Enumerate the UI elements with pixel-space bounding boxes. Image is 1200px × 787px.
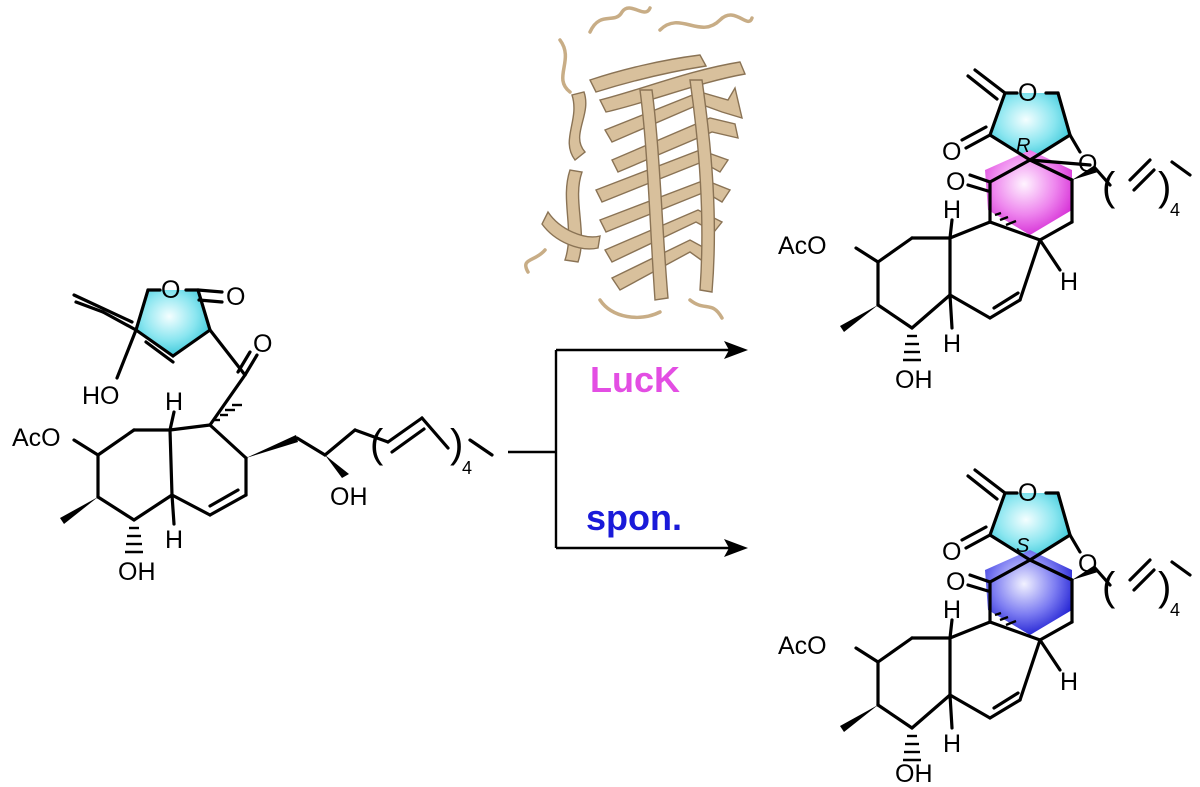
product-r-bracket-open: (	[1102, 165, 1116, 209]
product-r-o-lactone: O	[1078, 150, 1097, 178]
arrow-head-top	[724, 341, 748, 359]
product-r-labels: O O O O R AcO H H H OH ( ) 4	[778, 79, 1180, 394]
product-s-o-ketone: O	[946, 568, 965, 596]
substrate-h-top: H	[165, 388, 183, 416]
furanone-ring-fill	[136, 290, 210, 356]
product-r-h-bottom: H	[943, 330, 961, 358]
product-r-aco: AcO	[778, 232, 827, 260]
product-r-o-spiro: O	[942, 138, 961, 166]
product-s-aco: AcO	[778, 632, 827, 660]
substrate-o-carbonyl: O	[226, 283, 245, 311]
product-s-h-bottom: H	[943, 730, 961, 758]
product-r-stereo: R	[1016, 135, 1030, 157]
product-s-h-top: H	[943, 596, 961, 624]
substrate-h-bottom: H	[165, 526, 183, 554]
hashed-methyl	[214, 403, 242, 422]
product-r-repeat: 4	[1170, 200, 1180, 220]
substrate-oh-bottom: OH	[118, 558, 156, 586]
product-s-bracket-open: (	[1102, 565, 1116, 609]
arrow-head-bottom	[724, 539, 748, 557]
product-s-molecule	[840, 468, 1192, 762]
product-r-bracket-close: )	[1158, 165, 1171, 209]
product-r-h-top: H	[943, 196, 961, 224]
product-s-o-spiro: O	[942, 538, 961, 566]
product-r-molecule	[840, 68, 1192, 362]
substrate-bracket-close: )	[450, 422, 463, 466]
product-s-oh: OH	[895, 760, 933, 787]
reaction-arrows	[508, 341, 748, 557]
product-s-o-lactone: O	[1078, 550, 1097, 578]
substrate-ho: HO	[82, 382, 120, 410]
product-s-o-ring: O	[1018, 479, 1037, 507]
product-s-bracket-close: )	[1158, 565, 1171, 609]
enzyme-label: LucK	[590, 359, 680, 400]
substrate-o-ring: O	[161, 276, 180, 304]
product-s-stereo: S	[1016, 535, 1030, 557]
protein-structure	[524, 6, 754, 320]
substrate-bracket-open: (	[370, 422, 384, 466]
product-r-h-right: H	[1060, 268, 1078, 296]
substrate-oh-side: OH	[330, 483, 368, 511]
hashed-oh	[125, 526, 143, 554]
spontaneous-label: spon.	[586, 497, 682, 538]
product-s-h-right: H	[1060, 668, 1078, 696]
product-s-labels: O O O O S AcO H H H OH ( ) 4	[778, 479, 1180, 787]
product-s-repeat: 4	[1170, 600, 1180, 620]
substrate-o-ketone: O	[253, 330, 272, 358]
product-r-o-ring: O	[1018, 79, 1037, 107]
product-r-oh: OH	[895, 366, 933, 394]
product-r-o-ketone: O	[946, 168, 965, 196]
substrate-labels: O O O HO AcO H H OH OH ( ) 4	[12, 276, 472, 586]
substrate-aco: AcO	[12, 424, 61, 452]
substrate-repeat: 4	[462, 458, 472, 478]
substrate-molecule	[60, 288, 494, 554]
